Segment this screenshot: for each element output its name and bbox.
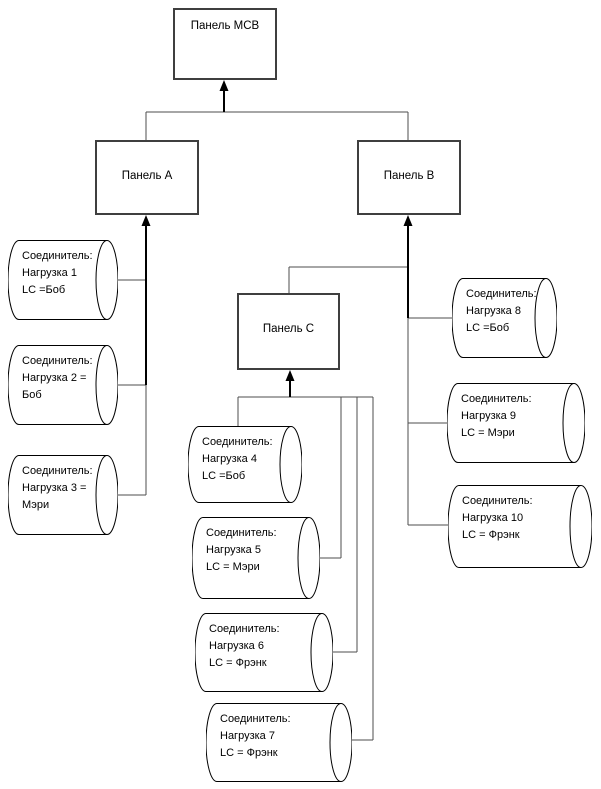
arrow-stems (145, 88, 409, 397)
cylinder-icon (452, 278, 557, 358)
connector-2-node: Соединитель: Нагрузка 2 = Боб (8, 345, 118, 425)
cylinder-icon (206, 703, 352, 782)
connector-load: Нагрузка 8 (466, 305, 521, 317)
connector-title: Соединитель: (466, 288, 537, 300)
arrowhead-into-panel-b (403, 215, 413, 226)
connector-9-text: Соединитель: Нагрузка 9 LC = Мэри (461, 391, 567, 442)
cylinder-icon (447, 383, 585, 463)
connector-load: Нагрузка 6 (209, 640, 264, 652)
connector-4-text: Соединитель: Нагрузка 4 LC =Боб (202, 434, 284, 485)
connector-lc: LC = Мэри (461, 427, 515, 439)
arrowhead-into-panel-a (141, 215, 151, 226)
connector-lc: LC =Боб (22, 284, 66, 296)
connector-lc: LC =Боб (466, 322, 510, 334)
panel-a-label: Панель А (121, 170, 173, 182)
cylinder-icon (448, 485, 592, 568)
panel-c-label: Панель С (262, 323, 315, 335)
connector-load: Нагрузка 9 (461, 410, 516, 422)
cylinder-icon (195, 613, 333, 692)
panel-mcb-node: Панель МСВ (173, 8, 277, 80)
connector-2-text: Соединитель: Нагрузка 2 = Боб (22, 353, 100, 404)
connector-lc: Боб (22, 389, 42, 401)
panel-a-node: Панель А (95, 140, 199, 215)
connector-7-node: Соединитель: Нагрузка 7 LC = Фрэнк (206, 703, 352, 782)
connector-load: Нагрузка 3 = (22, 482, 87, 494)
cylinder-icon (192, 517, 320, 599)
connector-5-node: Соединитель: Нагрузка 5 LC = Мэри (192, 517, 320, 599)
cylinder-icon (188, 426, 302, 503)
cylinder-icon (8, 455, 118, 535)
connector-title: Соединитель: (206, 527, 277, 539)
connector-load: Нагрузка 4 (202, 453, 257, 465)
connector-title: Соединитель: (22, 250, 93, 262)
panel-c-node: Панель С (237, 293, 340, 370)
connector-10-text: Соединитель: Нагрузка 10 LC = Фрэнк (462, 493, 574, 544)
connector-10-node: Соединитель: Нагрузка 10 LC = Фрэнк (448, 485, 592, 568)
connector-7-text: Соединитель: Нагрузка 7 LC = Фрэнк (220, 711, 334, 762)
connector-8-text: Соединитель: Нагрузка 8 LC =Боб (466, 286, 539, 337)
connector-8-node: Соединитель: Нагрузка 8 LC =Боб (452, 278, 557, 358)
connector-lc: LC = Мэри (206, 561, 260, 573)
connector-lc: Мэри (22, 499, 50, 511)
connector-3-text: Соединитель: Нагрузка 3 = Мэри (22, 463, 100, 514)
connector-load: Нагрузка 2 = (22, 372, 87, 384)
connector-lc: LC = Фрэнк (209, 657, 267, 669)
connector-4-node: Соединитель: Нагрузка 4 LC =Боб (188, 426, 302, 503)
connector-lc: LC = Фрэнк (462, 529, 520, 541)
cylinder-icon (8, 345, 118, 425)
connector-5-text: Соединитель: Нагрузка 5 LC = Мэри (206, 525, 302, 576)
panel-b-label: Панель В (383, 170, 435, 182)
connector-load: Нагрузка 7 (220, 730, 275, 742)
connector-title: Соединитель: (462, 495, 533, 507)
panel-mcb-label: Панель МСВ (190, 20, 260, 32)
panel-b-node: Панель В (357, 140, 461, 215)
cylinder-icon (8, 240, 118, 320)
connector-3-node: Соединитель: Нагрузка 3 = Мэри (8, 455, 118, 535)
connector-title: Соединитель: (209, 623, 280, 635)
tree-lines (118, 111, 452, 741)
arrowhead-into-panel-mcb (219, 80, 229, 91)
connector-title: Соединитель: (22, 355, 93, 367)
arrowhead-into-panel-c (285, 370, 295, 381)
connector-load: Нагрузка 10 (462, 512, 524, 524)
connector-load: Нагрузка 5 (206, 544, 261, 556)
connector-title: Соединитель: (220, 713, 291, 725)
connector-title: Соединитель: (202, 436, 273, 448)
connector-load: Нагрузка 1 (22, 267, 77, 279)
connector-9-node: Соединитель: Нагрузка 9 LC = Мэри (447, 383, 585, 463)
connector-lc: LC =Боб (202, 470, 246, 482)
connector-6-node: Соединитель: Нагрузка 6 LC = Фрэнк (195, 613, 333, 692)
arrowheads (141, 80, 413, 381)
connector-lc: LC = Фрэнк (220, 747, 278, 759)
connector-title: Соединитель: (461, 393, 532, 405)
connector-1-text: Соединитель: Нагрузка 1 LC =Боб (22, 248, 100, 299)
connector-1-node: Соединитель: Нагрузка 1 LC =Боб (8, 240, 118, 320)
connector-title: Соединитель: (22, 465, 93, 477)
connector-6-text: Соединитель: Нагрузка 6 LC = Фрэнк (209, 621, 315, 672)
